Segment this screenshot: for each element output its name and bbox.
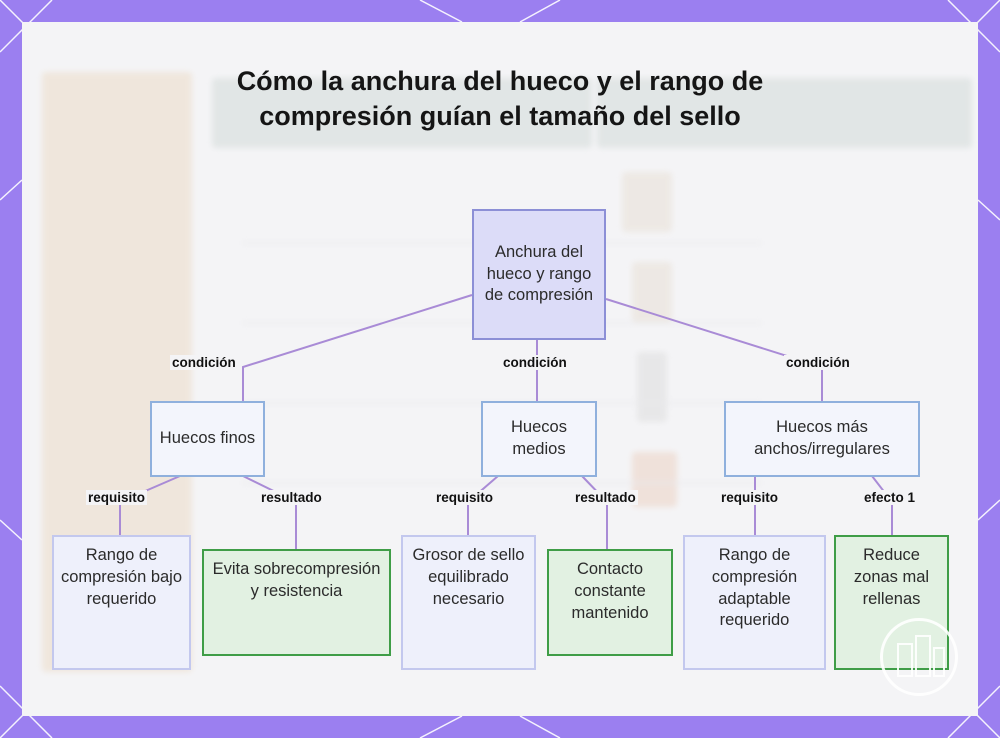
edge-root-anchos <box>605 298 823 402</box>
edge-label-requisito-3: requisito <box>719 490 781 505</box>
edge-label-resultado-2: resultado <box>573 490 638 505</box>
diagram-panel: Cómo la anchura del hueco y el rango de … <box>22 22 978 716</box>
node-rango-bajo: Rango de compresión bajo requerido <box>52 535 191 670</box>
root-node: Anchura del hueco y rango de compresión <box>472 209 606 340</box>
node-contacto-constante: Contacto constante mantenido <box>547 549 673 656</box>
edge-label-condicion-1: condición <box>170 355 238 370</box>
edge-label-condicion-3: condición <box>784 355 852 370</box>
edge-label-efecto-1: efecto 1 <box>862 490 918 505</box>
node-grosor-equilibrado: Grosor de sello equilibrado necesario <box>401 535 536 670</box>
edge-finos-req <box>119 475 181 536</box>
node-huecos-finos: Huecos finos <box>150 401 265 477</box>
edge-label-resultado-1: resultado <box>259 490 324 505</box>
edge-anchos-res <box>871 475 893 536</box>
node-rango-adaptable: Rango de compresión adaptable requerido <box>683 535 826 670</box>
edge-label-requisito-2: requisito <box>434 490 496 505</box>
edge-medios-res <box>581 475 608 550</box>
watermark-badge-icon <box>880 618 958 696</box>
edge-root-finos <box>242 294 473 402</box>
edge-medios-req <box>467 475 499 536</box>
diagram-title: Cómo la anchura del hueco y el rango de … <box>236 66 764 132</box>
node-huecos-anchos: Huecos más anchos/irregulares <box>724 401 920 477</box>
edge-finos-res <box>242 475 297 550</box>
node-evita-sobrecompresion: Evita sobrecompresión y resistencia <box>202 549 391 656</box>
node-huecos-medios: Huecos medios <box>481 401 597 477</box>
edge-label-condicion-2: condición <box>501 355 569 370</box>
edge-label-requisito-1: requisito <box>86 490 148 505</box>
